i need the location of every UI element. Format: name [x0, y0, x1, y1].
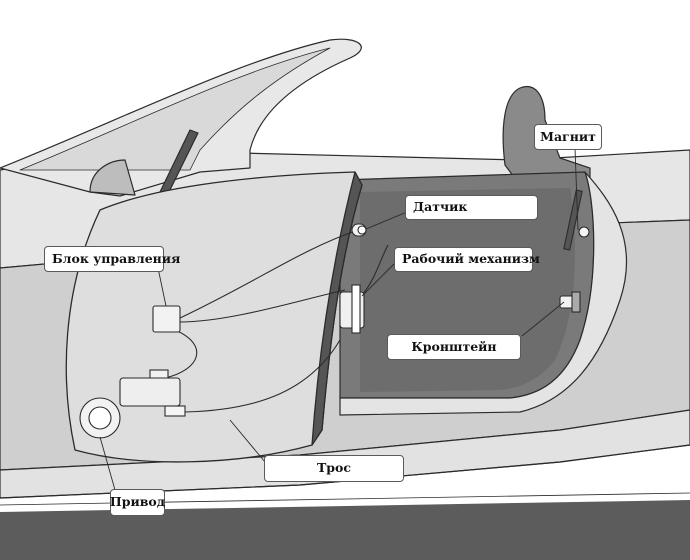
mechanism-wire [361, 244, 389, 296]
label-mechanism: Рабочий механизм [394, 247, 540, 272]
label-sensor: Датчик [405, 195, 538, 220]
magnet-knob [578, 226, 590, 238]
label-drive: Привод [110, 489, 165, 516]
windshield-inner [19, 47, 331, 171]
leader-bracket [521, 301, 565, 337]
leader-lines [99, 147, 579, 491]
drive-hub [88, 406, 112, 430]
windshield [0, 38, 362, 197]
components [79, 189, 590, 439]
leader-control [157, 267, 167, 307]
magnet-bar [563, 189, 583, 251]
sensor-face [357, 225, 367, 235]
wiring [164, 229, 389, 413]
leader-sensor [365, 211, 408, 230]
leader-mechanism [361, 261, 397, 297]
bracket-arm [571, 291, 581, 313]
label-cable: Трос [264, 455, 404, 482]
label-bracket: Кронштейн [387, 334, 521, 360]
mechanism-arm [351, 284, 361, 334]
leader-magnet [574, 147, 579, 231]
control-unit-box [152, 305, 181, 333]
wire-control-down [164, 329, 198, 379]
bottom-shadow [0, 500, 690, 560]
label-control-unit: Блок управления [44, 246, 180, 272]
seat-back [89, 159, 136, 196]
leader-cable [229, 419, 266, 463]
cable-fitting [164, 405, 186, 417]
opening-edge [339, 171, 628, 416]
wire-control-to-sensor [179, 229, 359, 319]
cable-to-mechanism [184, 339, 341, 413]
actuator-body [119, 377, 181, 407]
label-magnet: Магнит [534, 124, 602, 150]
leader-drive [99, 436, 116, 491]
wire-control-to-mechanism [179, 289, 346, 323]
door-edge [311, 171, 363, 446]
